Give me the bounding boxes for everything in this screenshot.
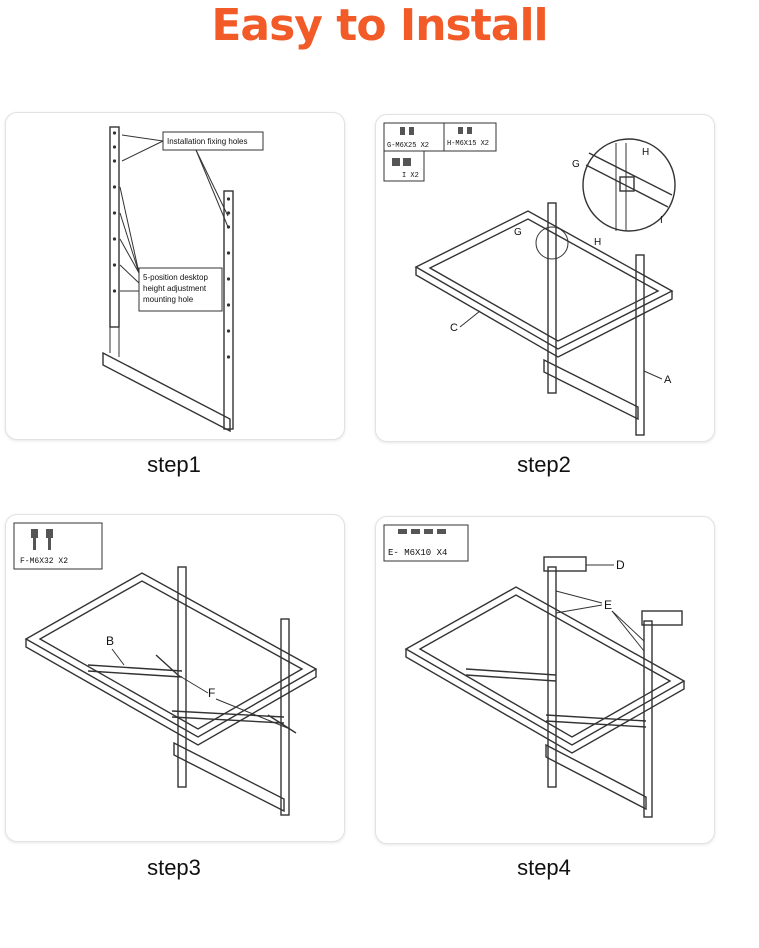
step1-panel: Installation fixing holes 5-position des… <box>5 112 345 440</box>
step3-label-b: B <box>106 634 114 648</box>
step2-caption: step2 <box>517 452 571 477</box>
step2-label-h-zoom: H <box>642 147 649 158</box>
step1-callout-fixing: Installation fixing holes <box>167 137 248 146</box>
step2-panel: G-M6X25 X2 H-M6X15 X2 I X2 G H I G H C A <box>375 114 715 442</box>
step3-panel: F-M6X32 X2 B F <box>5 514 345 842</box>
part-g: G-M6X25 X2 <box>387 142 429 150</box>
step3-diagram: F-M6X32 X2 B F <box>13 522 318 816</box>
part-f: F-M6X32 X2 <box>20 557 68 566</box>
step1-caption: step1 <box>147 452 201 477</box>
step1-callout-line1: 5-position desktop <box>143 273 208 282</box>
step1-diagram: Installation fixing holes 5-position des… <box>102 126 264 433</box>
step3-caption: step3 <box>147 855 201 880</box>
step2-label-g-zoom: G <box>572 159 580 170</box>
part-h: H-M6X15 X2 <box>447 140 489 148</box>
step2-label-i: I <box>660 215 663 226</box>
step1-callout-line2: height adjustment <box>143 284 207 293</box>
step4-caption: step4 <box>517 855 571 880</box>
step2-diagram: G-M6X25 X2 H-M6X15 X2 I X2 G H I G H C A <box>383 122 676 436</box>
part-i: I X2 <box>402 172 419 180</box>
step3-label-f: F <box>208 686 215 700</box>
step1-callout-line3: mounting hole <box>143 295 194 304</box>
step2-label-c: C <box>450 322 458 334</box>
step4-panel: E- M6X10 X4 D E <box>375 516 715 844</box>
step2-label-a: A <box>664 374 672 386</box>
step2-label-g: G <box>514 227 522 238</box>
step4-label-e: E <box>604 598 612 612</box>
step2-label-h: H <box>594 237 601 248</box>
step4-label-d: D <box>616 558 625 572</box>
part-e: E- M6X10 X4 <box>388 548 447 558</box>
page-title: Easy to Install <box>211 0 548 51</box>
step4-diagram: E- M6X10 X4 D E <box>383 524 686 818</box>
